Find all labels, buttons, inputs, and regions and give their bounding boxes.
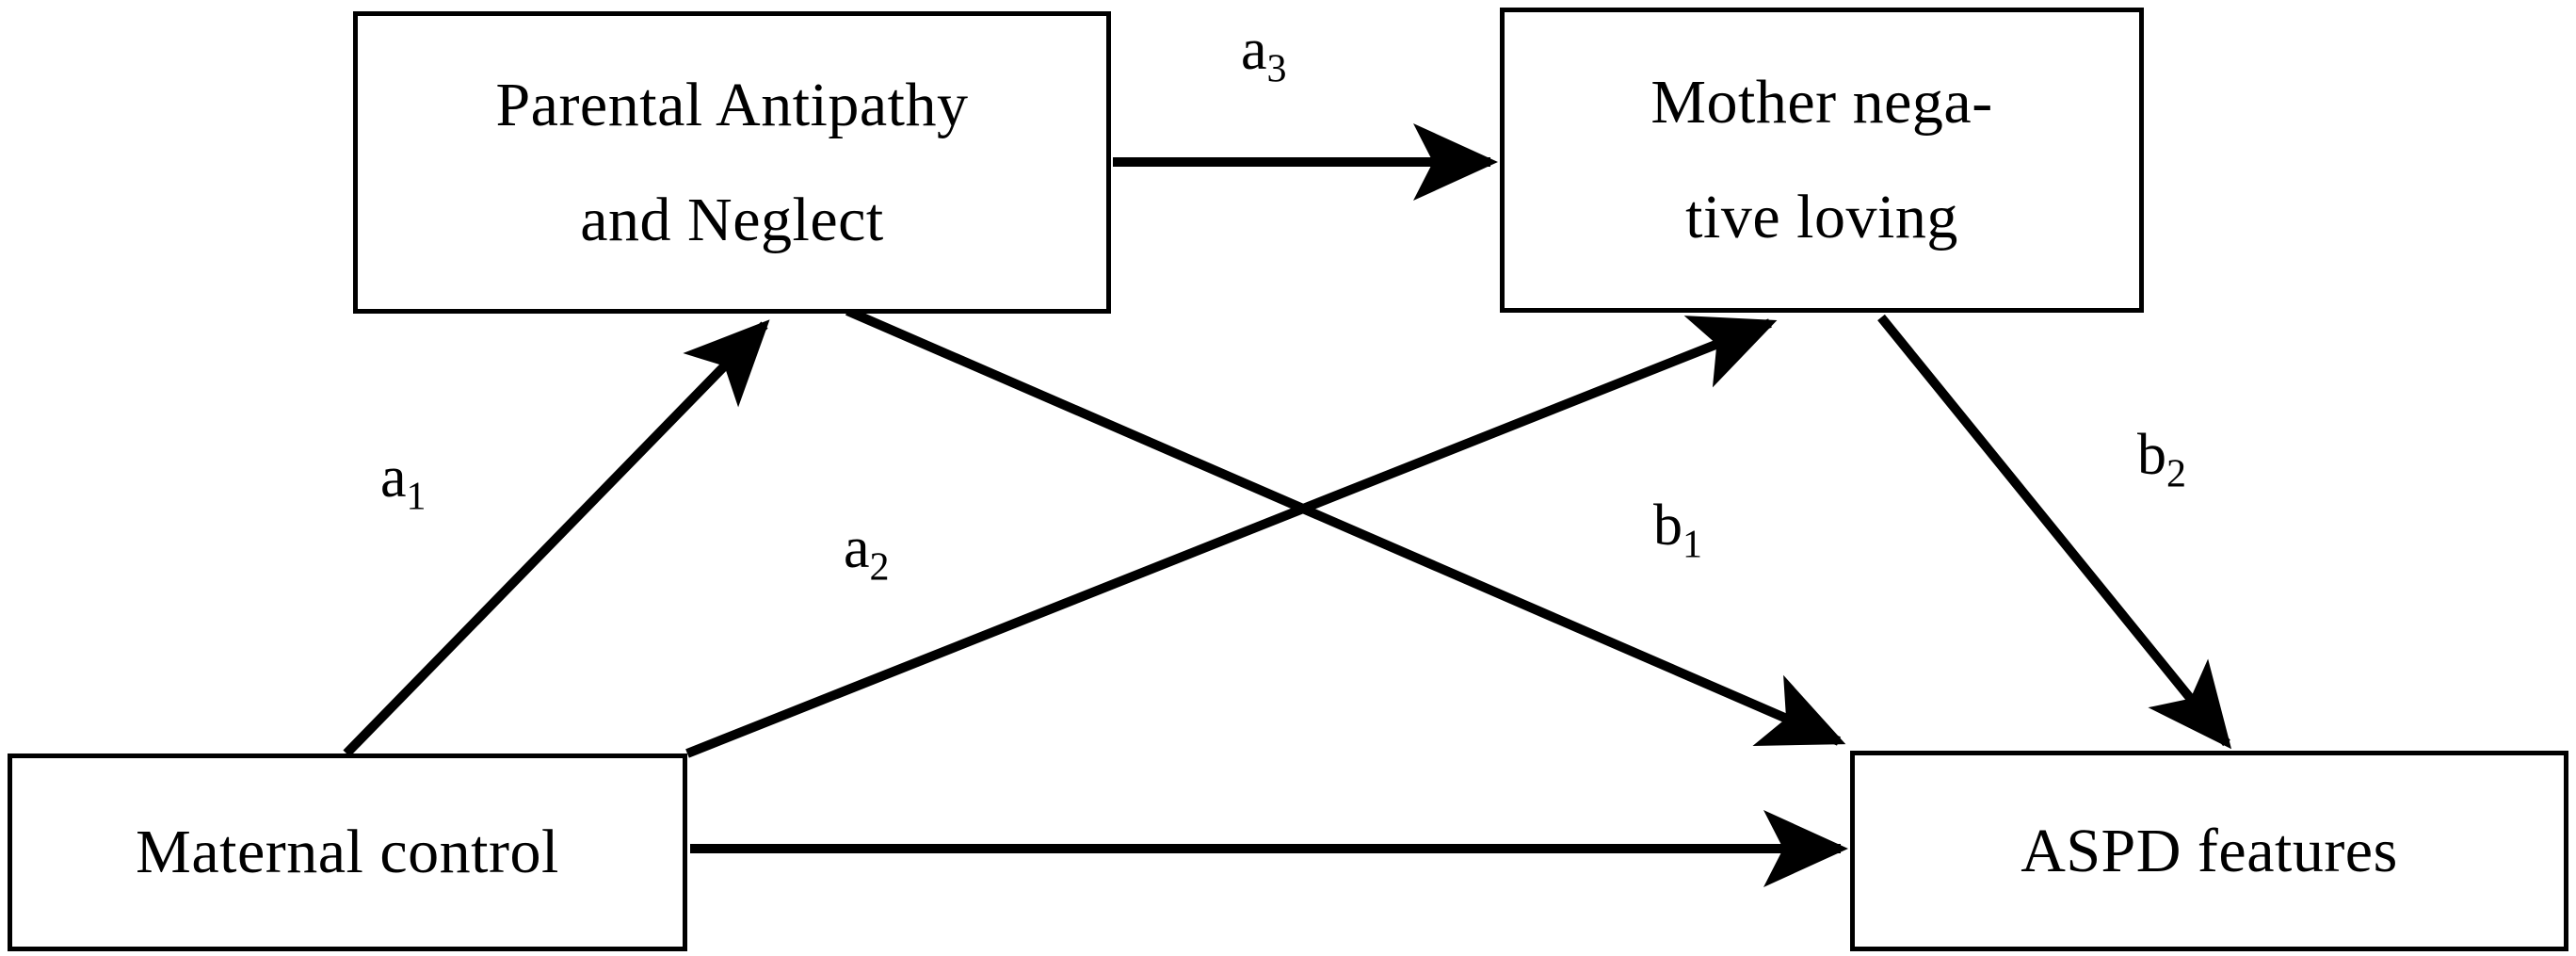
edge-b1-line [845,306,1846,746]
edge-a2-line [685,316,1778,758]
node-label-line-1: ASPD features [2021,816,2398,885]
edge-label-a1-base: a [380,446,407,510]
edge-label-a3-base: a [1241,18,1267,82]
edge-label-b2-subscript: 2 [2166,452,2186,496]
node-maternal-control[interactable]: Maternal control [8,753,687,951]
edge-label-a3: a3 [1241,21,1287,89]
node-label-line-2: tive loving [1685,183,1958,251]
edge-label-b2: b2 [2137,426,2186,494]
edge-label-a1: a1 [380,448,427,516]
edge-label-a3-subscript: 3 [1266,47,1287,91]
edge-a1-line [343,319,770,757]
edge-b2-line [1877,314,2232,750]
node-label-line-1: Maternal control [136,818,559,886]
edge-label-b1-base: b [1653,494,1682,558]
edge-label-a1-subscript: 1 [406,475,427,519]
edge-label-a2-base: a [844,516,870,580]
node-mother-negative-loving[interactable]: Mother nega- tive loving [1500,8,2144,313]
node-label-line-1: Parental Antipathy [495,70,969,139]
edge-label-b1: b1 [1653,496,1702,564]
node-label-line-1: Mother nega- [1650,68,1993,137]
edge-label-a2: a2 [844,519,890,587]
node-label-line-2: and Neglect [580,185,884,254]
edge-label-a2-subscript: 2 [869,545,890,590]
edge-label-b2-base: b [2137,423,2166,487]
node-parental-antipathy-and-neglect[interactable]: Parental Antipathy and Neglect [353,11,1111,314]
node-aspd-features[interactable]: ASPD features [1850,751,2568,951]
edge-label-b1-subscript: 1 [1682,523,1702,567]
